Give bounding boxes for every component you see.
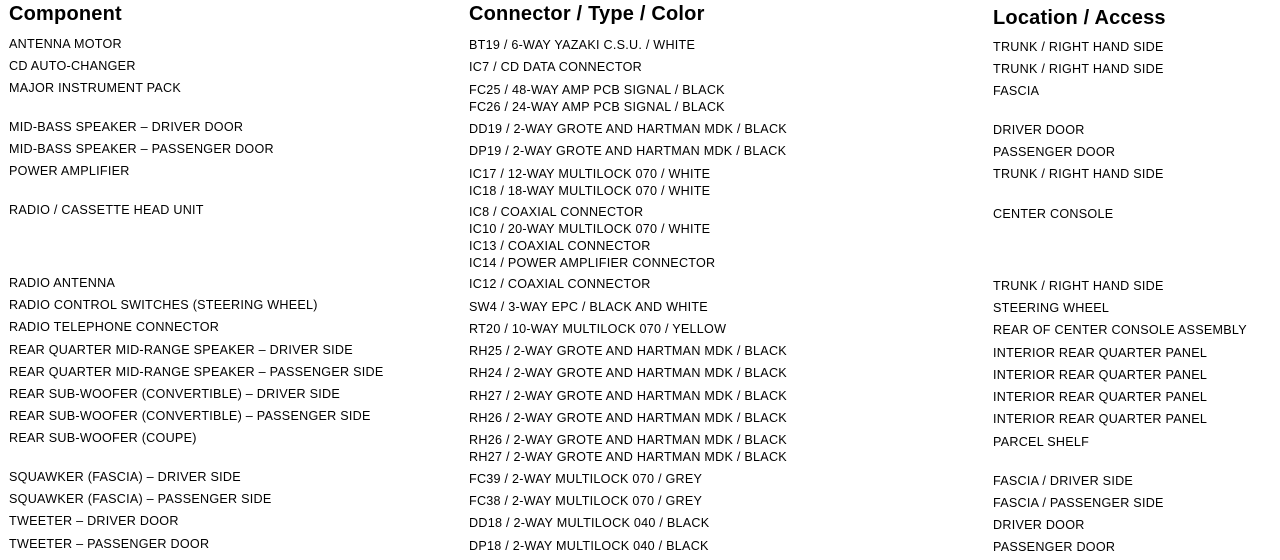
connector-line: DD19 / 2-WAY GROTE AND HARTMAN MDK / BLA… xyxy=(469,122,787,136)
component-cell: RADIO TELEPHONE CONNECTOR xyxy=(9,320,220,334)
connector-cell: DD18 / 2-WAY MULTILOCK 040 / BLACK xyxy=(469,515,709,532)
connector-cell: BT19 / 6-WAY YAZAKI C.S.U. / WHITE xyxy=(469,37,695,54)
connector-cell: FC38 / 2-WAY MULTILOCK 070 / GREY xyxy=(469,493,702,510)
connector-cell: RH24 / 2-WAY GROTE AND HARTMAN MDK / BLA… xyxy=(469,365,787,382)
location-cell: PASSENGER DOOR xyxy=(993,145,1116,159)
connector-line: IC18 / 18-WAY MULTILOCK 070 / WHITE xyxy=(469,184,711,198)
connector-cell: IC17 / 12-WAY MULTILOCK 070 / WHITE IC18 … xyxy=(469,166,710,200)
connector-line: DD18 / 2-WAY MULTILOCK 040 / BLACK xyxy=(469,516,710,530)
component-cell: RADIO / CASSETTE HEAD UNIT xyxy=(9,203,204,217)
connector-line: IC8 / COAXIAL CONNECTOR xyxy=(469,205,644,219)
component-cell: RADIO CONTROL SWITCHES (STEERING WHEEL) xyxy=(9,298,318,312)
connector-line: RT20 / 10-WAY MULTILOCK 070 / YELLOW xyxy=(469,322,727,336)
location-header: Location / Access xyxy=(993,7,1166,29)
component-cell: REAR SUB-WOOFER (COUPE) xyxy=(9,431,197,445)
connector-cell: DD19 / 2-WAY GROTE AND HARTMAN MDK / BLA… xyxy=(469,121,787,138)
location-cell: TRUNK / RIGHT HAND SIDE xyxy=(993,40,1164,54)
connector-line: IC12 / COAXIAL CONNECTOR xyxy=(469,277,651,291)
connector-line: RH26 / 2-WAY GROTE AND HARTMAN MDK / BLA… xyxy=(469,433,787,447)
location-cell: PASSENGER DOOR xyxy=(993,540,1116,554)
location-cell: TRUNK / RIGHT HAND SIDE xyxy=(993,62,1164,76)
connector-cell: IC8 / COAXIAL CONNECTOR IC10 / 20-WAY MUL… xyxy=(469,204,715,272)
connector-cell: IC12 / COAXIAL CONNECTOR xyxy=(469,276,651,293)
connector-cell: IC7 / CD DATA CONNECTOR xyxy=(469,59,642,76)
component-cell: SQUAWKER (FASCIA) – PASSENGER SIDE xyxy=(9,492,272,506)
component-cell: ANTENNA MOTOR xyxy=(9,37,122,51)
connector-line: FC38 / 2-WAY MULTILOCK 070 / GREY xyxy=(469,494,703,508)
connector-line: BT19 / 6-WAY YAZAKI C.S.U. / WHITE xyxy=(469,38,696,52)
component-cell: POWER AMPLIFIER xyxy=(9,164,130,178)
location-cell: INTERIOR REAR QUARTER PANEL xyxy=(993,390,1208,404)
connector-line: RH25 / 2-WAY GROTE AND HARTMAN MDK / BLA… xyxy=(469,344,787,358)
connector-cell: RH26 / 2-WAY GROTE AND HARTMAN MDK / BLA… xyxy=(469,432,787,466)
location-cell: CENTER CONSOLE xyxy=(993,207,1114,221)
connector-line: IC14 / POWER AMPLIFIER CONNECTOR xyxy=(469,256,716,270)
location-cell: DRIVER DOOR xyxy=(993,123,1085,137)
connector-cell: RT20 / 10-WAY MULTILOCK 070 / YELLOW xyxy=(469,321,726,338)
component-cell: MAJOR INSTRUMENT PACK xyxy=(9,81,182,95)
connector-line: IC17 / 12-WAY MULTILOCK 070 / WHITE xyxy=(469,167,711,181)
connector-line: RH24 / 2-WAY GROTE AND HARTMAN MDK / BLA… xyxy=(469,366,787,380)
location-cell: INTERIOR REAR QUARTER PANEL xyxy=(993,412,1208,426)
component-cell: REAR QUARTER MID-RANGE SPEAKER – DRIVER … xyxy=(9,343,353,357)
location-cell: FASCIA xyxy=(993,84,1040,98)
connector-header: Connector / Type / Color xyxy=(469,3,705,25)
connector-line: IC13 / COAXIAL CONNECTOR xyxy=(469,239,651,253)
connector-line: RH26 / 2-WAY GROTE AND HARTMAN MDK / BLA… xyxy=(469,411,787,425)
connector-cell: FC25 / 48-WAY AMP PCB SIGNAL / BLACK FC26… xyxy=(469,82,725,116)
component-cell: REAR SUB-WOOFER (CONVERTIBLE) – PASSENGE… xyxy=(9,409,371,423)
connector-line: FC26 / 24-WAY AMP PCB SIGNAL / BLACK xyxy=(469,100,725,114)
connector-cell: DP19 / 2-WAY GROTE AND HARTMAN MDK / BLA… xyxy=(469,143,786,160)
location-cell: FASCIA / DRIVER SIDE xyxy=(993,474,1134,488)
location-cell: FASCIA / PASSENGER SIDE xyxy=(993,496,1164,510)
connector-line: FC39 / 2-WAY MULTILOCK 070 / GREY xyxy=(469,472,703,486)
location-cell: TRUNK / RIGHT HAND SIDE xyxy=(993,167,1164,181)
location-cell: INTERIOR REAR QUARTER PANEL xyxy=(993,346,1208,360)
location-cell: STEERING WHEEL xyxy=(993,301,1110,315)
connector-cell: FC39 / 2-WAY MULTILOCK 070 / GREY xyxy=(469,471,702,488)
connector-line: DP18 / 2-WAY MULTILOCK 040 / BLACK xyxy=(469,539,709,553)
location-cell: INTERIOR REAR QUARTER PANEL xyxy=(993,368,1208,382)
component-header: Component xyxy=(9,3,122,25)
connector-cell: RH27 / 2-WAY GROTE AND HARTMAN MDK / BLA… xyxy=(469,388,787,405)
location-cell: PARCEL SHELF xyxy=(993,435,1090,449)
connector-line: IC10 / 20-WAY MULTILOCK 070 / WHITE xyxy=(469,222,711,236)
component-cell: TWEETER – PASSENGER DOOR xyxy=(9,537,210,551)
location-cell: REAR OF CENTER CONSOLE ASSEMBLY xyxy=(993,323,1247,337)
connector-cell: SW4 / 3-WAY EPC / BLACK AND WHITE xyxy=(469,299,708,316)
connector-line: RH27 / 2-WAY GROTE AND HARTMAN MDK / BLA… xyxy=(469,450,787,464)
component-cell: TWEETER – DRIVER DOOR xyxy=(9,514,179,528)
component-cell: RADIO ANTENNA xyxy=(9,276,116,290)
component-cell: REAR QUARTER MID-RANGE SPEAKER – PASSENG… xyxy=(9,365,384,379)
component-cell: MID-BASS SPEAKER – DRIVER DOOR xyxy=(9,120,244,134)
location-cell: DRIVER DOOR xyxy=(993,518,1085,532)
connector-line: SW4 / 3-WAY EPC / BLACK AND WHITE xyxy=(469,300,708,314)
component-cell: SQUAWKER (FASCIA) – DRIVER SIDE xyxy=(9,470,241,484)
component-cell: REAR SUB-WOOFER (CONVERTIBLE) – DRIVER S… xyxy=(9,387,341,401)
component-cell: CD AUTO-CHANGER xyxy=(9,59,136,73)
location-cell: TRUNK / RIGHT HAND SIDE xyxy=(993,279,1164,293)
connector-cell: RH26 / 2-WAY GROTE AND HARTMAN MDK / BLA… xyxy=(469,410,787,427)
connector-cell: DP18 / 2-WAY MULTILOCK 040 / BLACK xyxy=(469,538,709,555)
component-cell: MID-BASS SPEAKER – PASSENGER DOOR xyxy=(9,142,274,156)
connector-line: RH27 / 2-WAY GROTE AND HARTMAN MDK / BLA… xyxy=(469,389,787,403)
connector-line: IC7 / CD DATA CONNECTOR xyxy=(469,60,642,74)
connector-line: DP19 / 2-WAY GROTE AND HARTMAN MDK / BLA… xyxy=(469,144,787,158)
connector-line: FC25 / 48-WAY AMP PCB SIGNAL / BLACK xyxy=(469,83,725,97)
connector-cell: RH25 / 2-WAY GROTE AND HARTMAN MDK / BLA… xyxy=(469,343,787,360)
